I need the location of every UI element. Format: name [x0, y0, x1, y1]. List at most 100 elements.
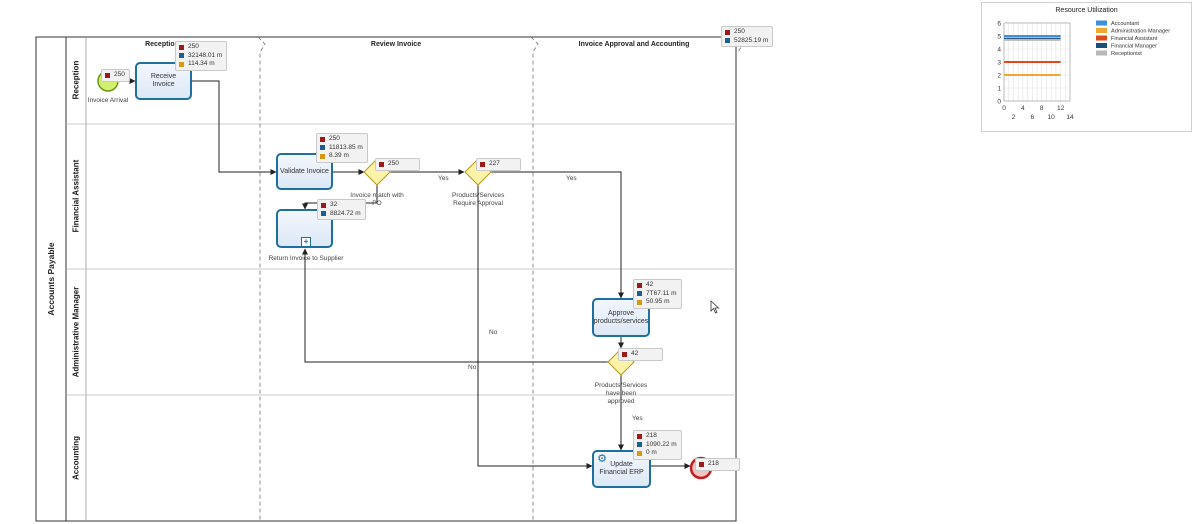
- stats-end-event: 218: [695, 458, 740, 471]
- y-tick-label: 1: [997, 85, 1001, 92]
- legend-swatch: [1096, 43, 1107, 48]
- x-tick-label: 8: [1040, 105, 1044, 112]
- stats-update-erp: 218 1090.22 m 0 m: [633, 430, 682, 460]
- y-tick-label: 5: [997, 33, 1001, 40]
- stats-receive-invoice: 250 32148.01 m 114.34 m: [175, 41, 228, 71]
- flow-require-no[interactable]: [477, 185, 593, 469]
- legend-label: Financial Assistant: [1111, 36, 1158, 42]
- lane-label-financial-assistant: Financial Assistant: [71, 159, 81, 233]
- count-swatch-icon: [379, 161, 384, 167]
- pool-border: [35, 36, 737, 522]
- x-tick-label: 10: [1048, 114, 1056, 121]
- mouse-cursor-icon: [710, 300, 720, 314]
- stat-count: 32: [330, 201, 338, 208]
- count-swatch-icon: [725, 29, 730, 35]
- time-swatch-icon: [637, 442, 642, 448]
- count-swatch-icon: [480, 161, 485, 167]
- time-swatch-icon: [725, 38, 730, 44]
- x-tick-label: 4: [1021, 105, 1025, 112]
- cost-swatch-icon: [179, 61, 184, 67]
- time-swatch-icon: [637, 291, 642, 297]
- y-tick-label: 4: [997, 46, 1001, 53]
- lane-label-accounting: Accounting: [71, 436, 81, 480]
- pool-title: Accounts Payable: [46, 242, 56, 316]
- start-event-label: Invoice Arrival: [87, 97, 129, 104]
- flow-label-no: No: [489, 329, 498, 336]
- gear-icon: ⚙: [597, 453, 607, 465]
- count-swatch-icon: [622, 351, 627, 357]
- stats-approve-products: 42 7T67.11 m 50.95 m: [633, 279, 682, 309]
- flow-require-yes[interactable]: [491, 171, 624, 299]
- stat-time: 7T67.11 m: [646, 289, 677, 297]
- lane-label-administrative-manager: Administrative Manager: [71, 286, 81, 378]
- subprocess-return-invoice[interactable]: +: [276, 209, 333, 248]
- time-swatch-icon: [320, 145, 325, 151]
- legend-swatch: [1096, 35, 1107, 41]
- stat-time: 32148.01 m: [188, 51, 223, 59]
- legend-label: Receptionist: [1111, 51, 1142, 57]
- stat-count: 218: [646, 432, 657, 439]
- stat-count: 250: [388, 160, 399, 167]
- flow-label-no: No: [468, 364, 477, 371]
- x-tick-label: 14: [1066, 114, 1074, 121]
- task-label: Update Financial ERP: [599, 461, 644, 476]
- count-swatch-icon: [699, 461, 704, 467]
- phase-divider: [257, 36, 266, 521]
- stats-start-event: 250: [101, 69, 130, 82]
- flow-label-yes: Yes: [438, 175, 449, 182]
- x-tick-label: 0: [1002, 105, 1006, 112]
- cost-swatch-icon: [637, 299, 642, 305]
- gateway-label-match-po: Invoice match with PO: [350, 192, 404, 207]
- flow-label-yes: Yes: [632, 415, 643, 422]
- legend-label: Administration Manager: [1111, 29, 1170, 35]
- stats-return-invoice: 32 8824.72 m: [317, 199, 366, 220]
- stat-cost: 0 m: [646, 449, 657, 456]
- task-label: Receive Invoice: [150, 73, 177, 88]
- cost-swatch-icon: [637, 450, 642, 456]
- count-swatch-icon: [179, 44, 184, 50]
- x-tick-label: 6: [1030, 114, 1034, 121]
- y-tick-label: 6: [997, 20, 1001, 27]
- stat-cost: 8.39 m: [329, 152, 349, 159]
- stats-gateway-match-po: 250: [375, 158, 420, 171]
- legend-swatch: [1096, 20, 1107, 26]
- x-tick-label: 12: [1057, 105, 1065, 112]
- count-swatch-icon: [637, 282, 642, 288]
- stat-count: 250: [329, 135, 340, 142]
- phase-divider: [530, 36, 539, 521]
- stats-gateway-approved: 42: [618, 348, 663, 361]
- count-swatch-icon: [105, 72, 110, 78]
- stat-count: 42: [646, 281, 654, 288]
- flow-receive-to-validate[interactable]: [192, 80, 277, 175]
- stat-time: 1090.22 m: [646, 440, 677, 448]
- expand-plus-icon[interactable]: +: [301, 237, 311, 247]
- time-swatch-icon: [321, 211, 326, 217]
- stat-count: 42: [631, 350, 639, 357]
- time-swatch-icon: [179, 53, 184, 59]
- stat-count: 250: [734, 28, 745, 35]
- stat-count: 250: [114, 71, 125, 78]
- gateway-label-approved: Products/Services have been approved: [594, 382, 648, 405]
- stat-cost: 50.95 m: [646, 298, 670, 305]
- legend-label: Accountant: [1111, 21, 1139, 27]
- stat-count: 250: [188, 43, 199, 50]
- legend-label: Financial Manager: [1111, 44, 1157, 50]
- task-label: Approve products/services: [593, 309, 649, 325]
- count-swatch-icon: [637, 433, 642, 439]
- count-swatch-icon: [320, 136, 325, 142]
- phase-label-review-invoice: Review Invoice: [370, 41, 422, 48]
- y-tick-label: 2: [997, 72, 1001, 79]
- task-label: Validate Invoice: [280, 167, 329, 175]
- y-tick-label: 0: [997, 98, 1001, 105]
- subprocess-label: Return Invoice to Supplier: [268, 255, 344, 262]
- stat-time: 11813.85 m: [329, 143, 363, 151]
- legend-swatch: [1096, 50, 1107, 56]
- flow-approved-no[interactable]: [302, 248, 608, 363]
- stats-gateway-require-approval: 227: [476, 158, 521, 171]
- phase-label-reception: Reception: [145, 41, 179, 48]
- stat-cost: 114.34 m: [188, 60, 215, 67]
- lane-label-reception: Reception: [71, 60, 81, 100]
- count-swatch-icon: [321, 202, 326, 208]
